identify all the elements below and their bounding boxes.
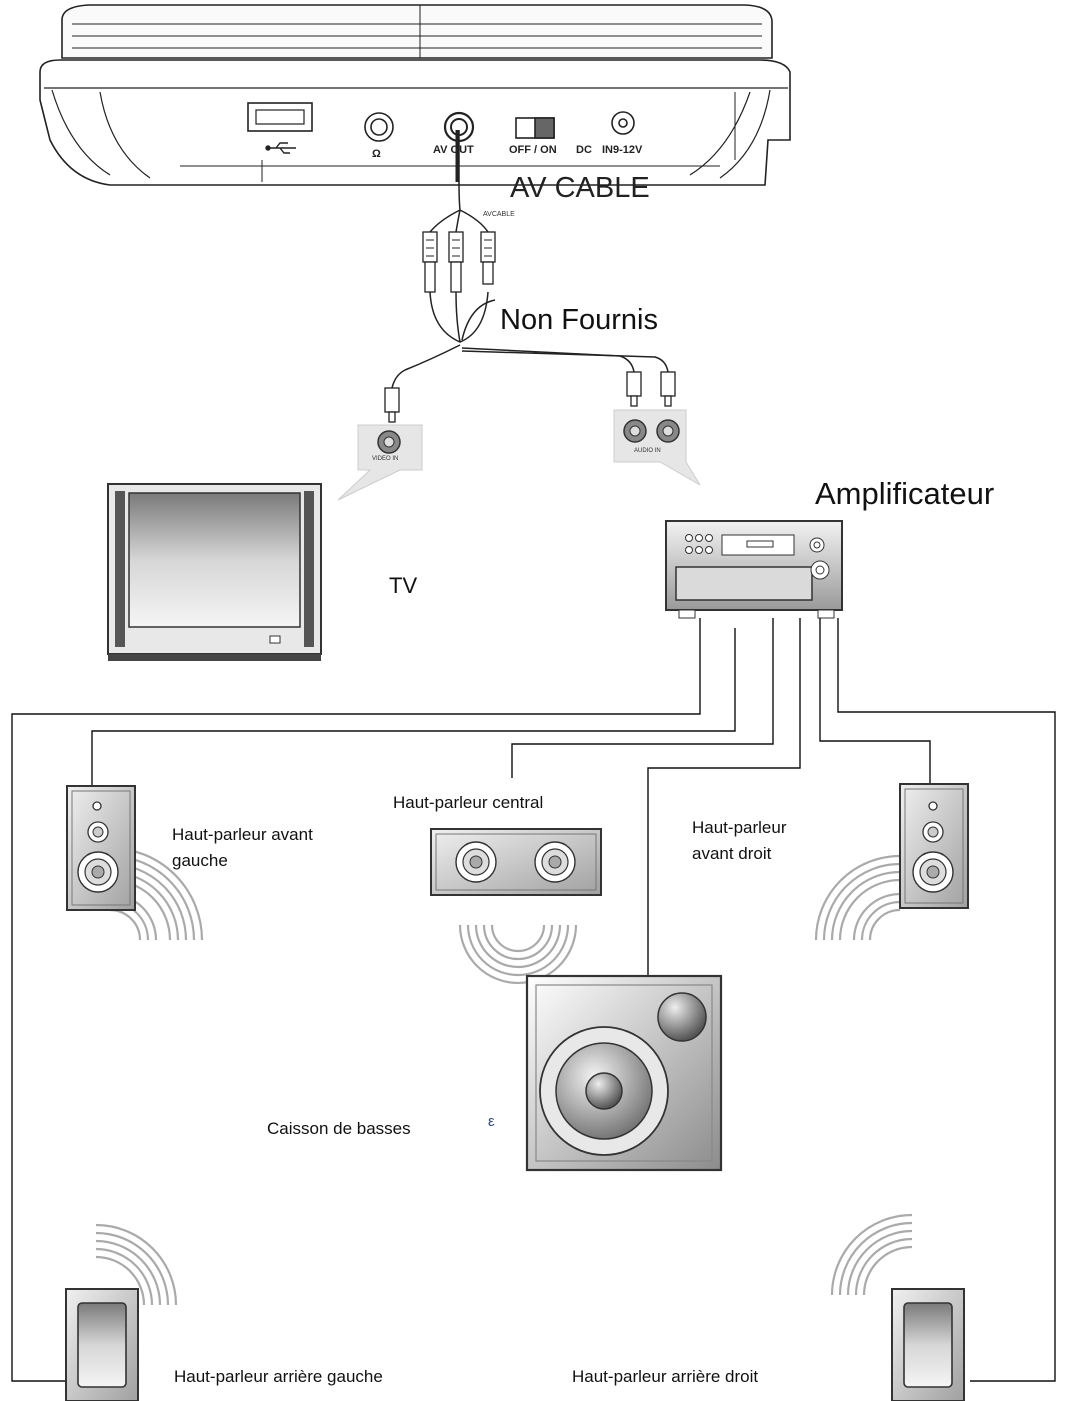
front-left-line-1: Haut-parleur avant — [172, 825, 313, 844]
off-on-label: OFF / ON — [509, 144, 557, 156]
subwoofer-icon — [525, 974, 723, 1172]
front-right-line-2: avant droit — [692, 844, 772, 863]
amplifier-icon — [665, 520, 843, 619]
stray-mark: ε — [488, 1113, 495, 1130]
av-cable — [391, 130, 669, 389]
av-out-label: AV OUT — [433, 144, 474, 156]
front-left-line-2: gauche — [172, 851, 228, 870]
dc-label: DC — [576, 144, 592, 156]
audio-in-callout — [613, 409, 701, 486]
speaker-center-icon — [430, 828, 602, 896]
speaker-rear-right-icon — [891, 1288, 965, 1401]
headphone-jack-icon: Ω — [372, 148, 381, 160]
usb-icon — [265, 142, 296, 154]
front-right-speaker-label: Haut-parleur avant droit — [692, 815, 787, 867]
audio-in-label: AUDIO IN — [634, 448, 661, 454]
rear-left-speaker-label: Haut-parleur arrière gauche — [174, 1367, 383, 1386]
speaker-rear-left-icon — [65, 1288, 139, 1401]
video-in-label: VIDEO IN — [372, 456, 399, 462]
tv-icon — [107, 483, 322, 661]
not-supplied-label: Non Fournis — [500, 304, 658, 336]
subwoofer-label: Caisson de basses — [267, 1119, 411, 1138]
dc-input-label: IN9-12V — [602, 144, 643, 156]
sound-wave-icon — [95, 846, 913, 1306]
rca-plug-icon — [384, 231, 676, 423]
speaker-wires — [11, 618, 1056, 1382]
front-right-line-1: Haut-parleur — [692, 818, 787, 837]
dvd-player — [39, 4, 791, 186]
speaker-front-left-icon — [66, 785, 136, 911]
video-in-callout — [337, 424, 423, 501]
speaker-front-right-icon — [899, 783, 969, 909]
tv-label: TV — [389, 573, 418, 598]
front-left-speaker-label: Haut-parleur avant gauche — [172, 822, 313, 874]
center-speaker-label: Haut-parleur central — [393, 793, 544, 812]
av-cable-small-label: AVCABLE — [483, 211, 515, 218]
av-cable-title: AV CABLE — [510, 172, 650, 204]
rear-right-speaker-label: Haut-parleur arrière droit — [572, 1367, 759, 1386]
amplifier-label: Amplificateur — [815, 476, 995, 511]
